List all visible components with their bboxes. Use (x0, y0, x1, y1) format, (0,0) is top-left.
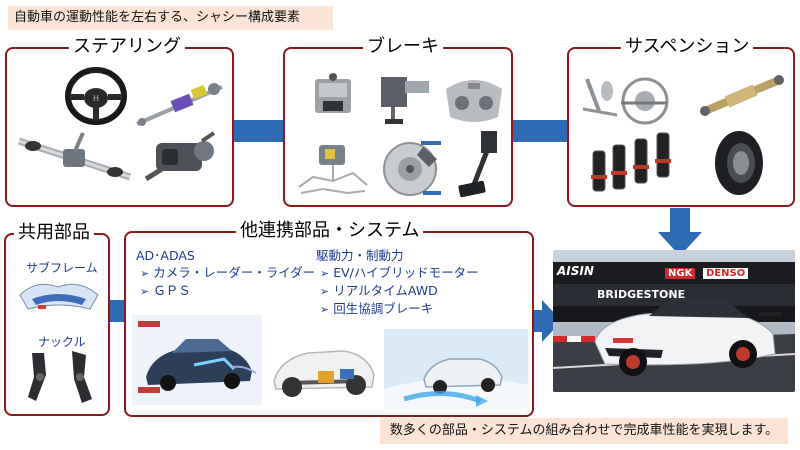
footer-banner: 数多くの部品・システムの組み合わせで完成車性能を実現します。 (380, 418, 788, 444)
arrow-bullet-icon: ➢ (320, 285, 330, 298)
banner-ngk: NGK (665, 268, 696, 279)
arrow-bullet-icon: ➢ (140, 285, 150, 298)
brake-title: ブレーキ (363, 37, 443, 57)
subframe-icon (19, 283, 99, 310)
arrow-down-icon (658, 208, 702, 256)
header-banner: 自動車の運動性能を左右する、シャシー構成要素 (8, 6, 333, 30)
banner-bridgestone: BRIDGESTONE (597, 288, 686, 301)
connector-brake-suspension (511, 120, 569, 142)
adas-item-1: ➢ＧＰＳ (140, 283, 191, 298)
knuckle-label: ナックル (38, 335, 86, 349)
adas-list: AD･ADAS ➢カメラ・レーダー・ライダー ➢ＧＰＳ (136, 247, 326, 300)
connector-common-system (108, 300, 126, 322)
connector-steering-brake (232, 120, 284, 142)
dampers-icon (591, 132, 671, 192)
brake-booster-icon (381, 77, 429, 124)
svg-text:H: H (93, 94, 99, 103)
banner-aisin: AISIN (557, 264, 594, 278)
drive-item-0: ➢EV/ハイブリッドモーター (320, 265, 479, 280)
coilover-icon (700, 75, 784, 116)
suspension-assembly-icon (582, 77, 669, 125)
steering-rack-icon (17, 132, 132, 181)
brake-caliper-icon (446, 80, 502, 122)
drive-item-2: ➢回生協調ブレーキ (320, 301, 434, 316)
abs-unit-icon (315, 73, 351, 113)
common-parts-title: 共用部品 (14, 223, 94, 243)
tire-icon (715, 131, 763, 195)
arrow-bullet-icon: ➢ (320, 267, 330, 280)
arrow-bullet-icon: ➢ (320, 303, 330, 316)
common-parts-box: 共用部品 サブフレーム ナックル (4, 223, 110, 416)
adas-head: AD･ADAS (136, 248, 195, 263)
brake-box: ブレーキ (283, 37, 513, 207)
drive-list: 駆動力・制動力 ➢EV/ハイブリッドモーター ➢リアルタイムAWD ➢回生協調ブ… (316, 247, 526, 318)
suspension-title: サスペンション (621, 37, 754, 57)
complete-car-photo: AISIN NGK DENSO BRIDGESTONE (553, 250, 795, 392)
subframe-label: サブフレーム (26, 261, 98, 275)
steering-column-icon (136, 83, 223, 126)
drivetrain-car-icon (273, 350, 375, 397)
knuckle-icon (28, 351, 92, 403)
brake-lines-icon (298, 145, 368, 195)
suspension-box: サスペンション (567, 37, 795, 207)
steering-wheel-icon: H (65, 67, 127, 125)
brake-pedal-icon (458, 131, 497, 198)
drive-head: 駆動力・制動力 (316, 248, 404, 263)
banner-denso: DENSO (703, 268, 749, 279)
system-box: 他連携部品・システム AD･ADAS ➢カメラ・レーダー・ライダー ➢ＧＰＳ 駆… (124, 221, 534, 417)
brake-disc-icon (383, 141, 441, 196)
steering-title: ステアリング (69, 37, 185, 57)
steering-box: ステアリング H (5, 37, 234, 207)
adas-car-icon (132, 315, 262, 405)
adas-item-0: ➢カメラ・レーダー・ライダー (140, 265, 316, 280)
arrow-bullet-icon: ➢ (140, 267, 150, 280)
drive-item-1: ➢リアルタイムAWD (320, 283, 438, 298)
system-title: 他連携部品・システム (236, 221, 424, 241)
eps-motor-icon (144, 131, 216, 182)
awd-snow-car-icon (384, 329, 528, 409)
